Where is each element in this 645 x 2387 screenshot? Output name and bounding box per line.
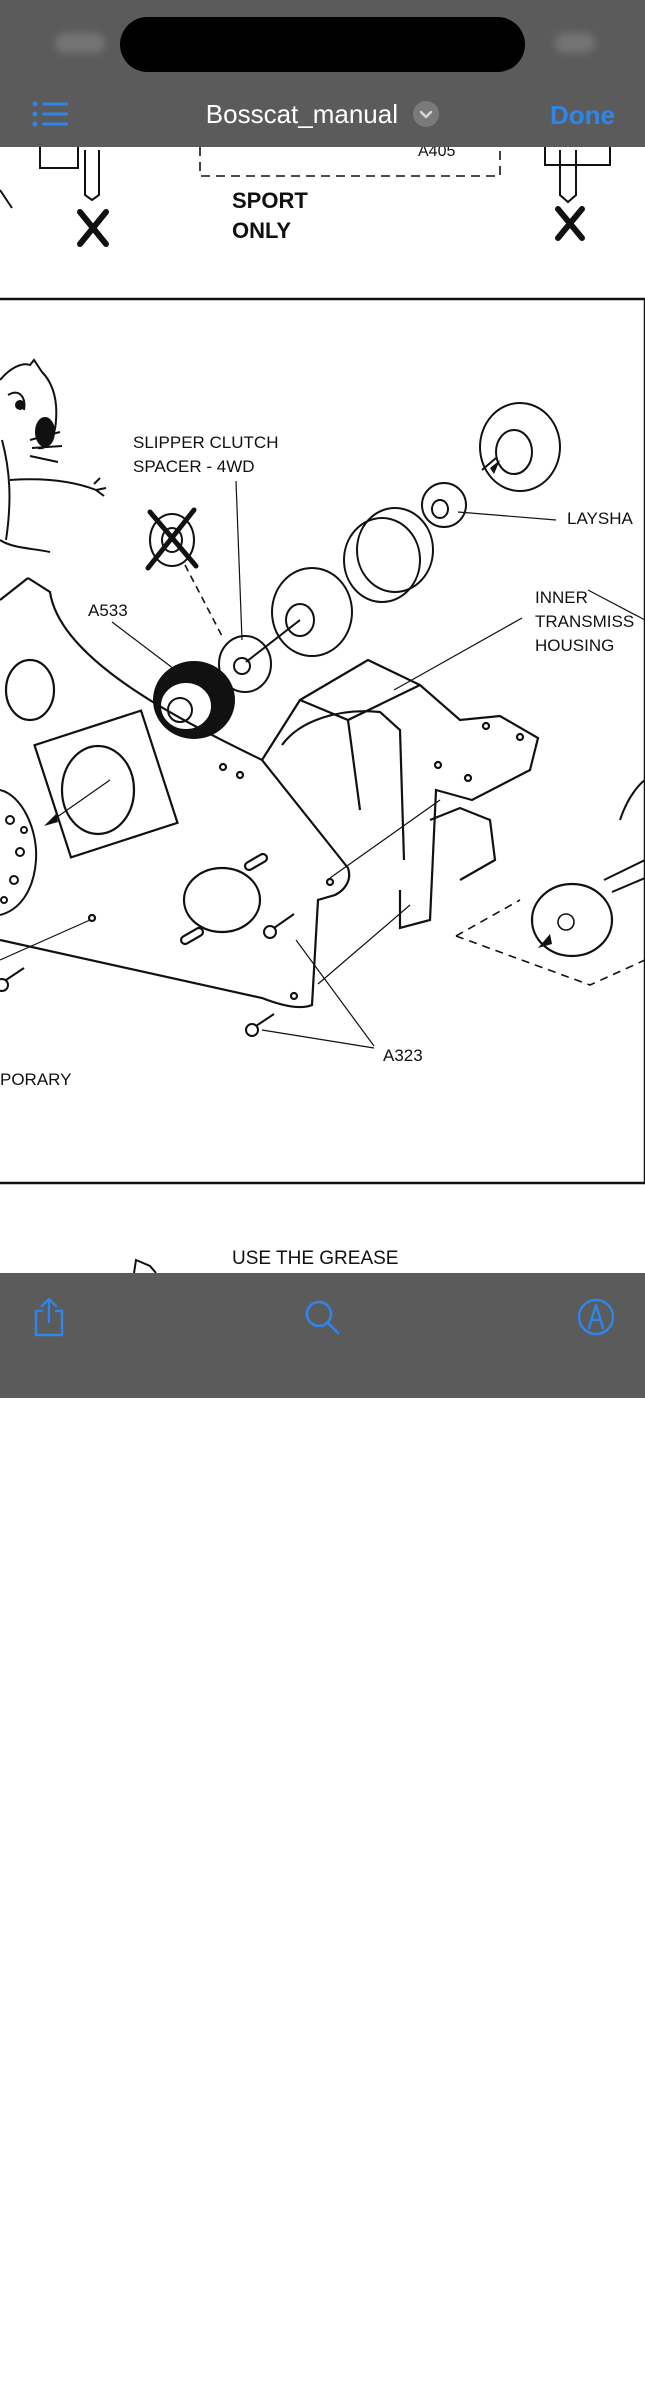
document-page: A405 SPORT ONLY <box>0 147 645 1273</box>
status-icons-blurred <box>555 33 595 53</box>
top-navigation-bar: Bosscat_manual Done <box>0 0 645 147</box>
label-temporary: PORARY <box>0 1070 72 1089</box>
share-icon[interactable] <box>27 1295 71 1339</box>
mascot-cat-illustration <box>0 358 107 553</box>
document-title-control[interactable]: Bosscat_manual <box>0 100 645 129</box>
label-a323: A323 <box>383 1046 423 1065</box>
home-indicator <box>207 2380 438 2387</box>
label-transmission: TRANSMISS <box>535 612 634 631</box>
markup-icon[interactable] <box>574 1295 618 1339</box>
label-use-the-grease: USE THE GREASE <box>232 1248 398 1269</box>
label-slipper-clutch: SLIPPER CLUTCH <box>133 433 278 452</box>
document-title: Bosscat_manual <box>205 99 398 129</box>
bottom-toolbar <box>0 1273 645 2387</box>
chevron-down-icon[interactable] <box>413 101 440 128</box>
housing-drawing <box>261 658 540 930</box>
label-housing: HOUSING <box>535 636 614 655</box>
figure-frame <box>0 297 645 1185</box>
nav-row: Bosscat_manual Done <box>0 88 645 140</box>
done-button[interactable]: Done <box>550 100 615 130</box>
sport-only-line1: SPORT <box>232 188 308 213</box>
status-time-blurred <box>55 33 105 53</box>
label-spacer-4wd: SPACER - 4WD <box>133 457 255 476</box>
part-label-a405: A405 <box>418 147 455 160</box>
sport-only-line2: ONLY <box>232 218 291 243</box>
label-inner: INNER <box>535 588 588 607</box>
label-layshaft: LAYSHA <box>567 509 633 528</box>
search-icon[interactable] <box>300 1295 344 1339</box>
label-a533: A533 <box>88 601 128 620</box>
gearbox-plate-drawing <box>0 577 351 1009</box>
manual-illustration: A405 SPORT ONLY <box>0 147 645 1273</box>
dynamic-island <box>120 17 525 72</box>
list-icon[interactable] <box>30 98 70 130</box>
